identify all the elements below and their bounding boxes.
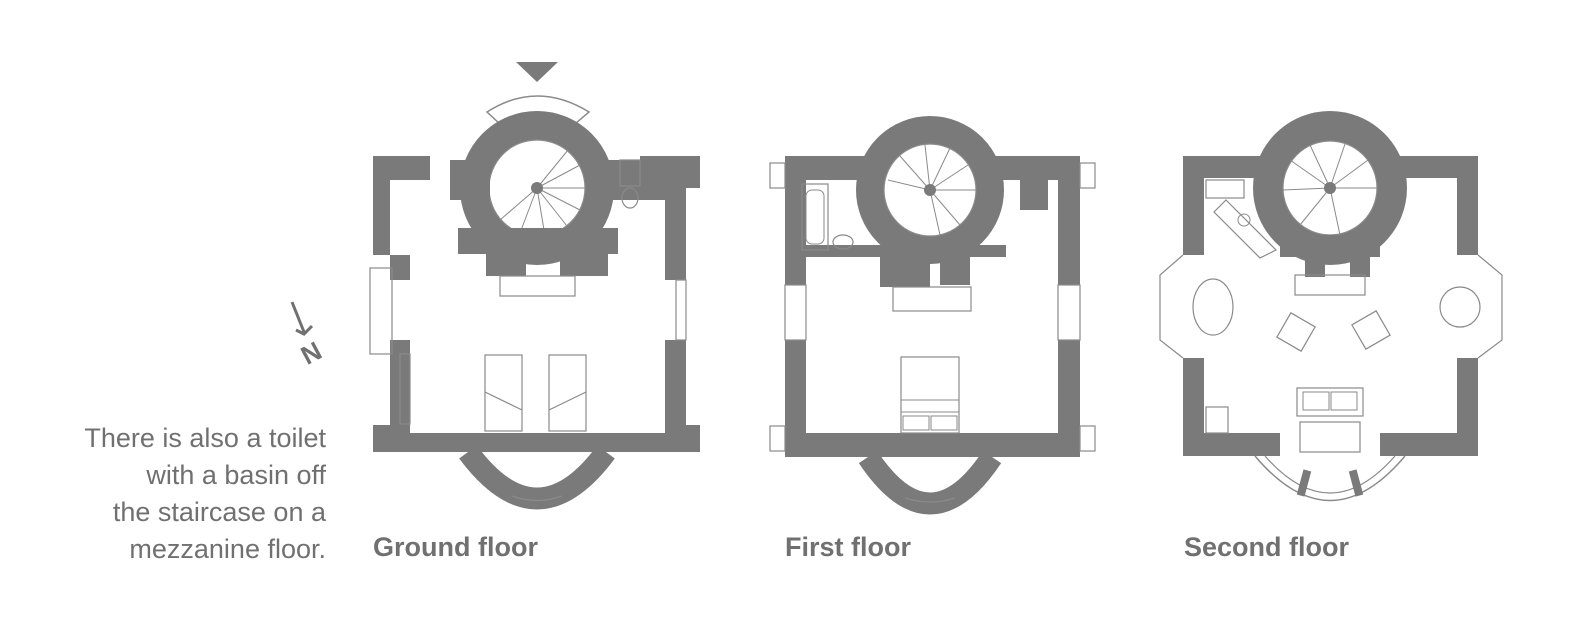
- ground-floor-label: Ground floor: [373, 532, 538, 562]
- ground-spiral-stair: [499, 149, 585, 237]
- second-armchair-left: [1276, 312, 1316, 352]
- ground-toilet: [619, 159, 641, 187]
- second-armchair-right: [1351, 310, 1391, 350]
- note-line: There is also a toilet: [84, 423, 326, 453]
- first-floor-plan: [769, 116, 1096, 515]
- north-arrow-icon: [290, 301, 314, 336]
- note-line: mezzanine floor.: [129, 534, 326, 564]
- first-double-bed: [900, 356, 960, 434]
- note-line: with a basin off: [146, 460, 326, 490]
- ground-bed-left: [484, 354, 523, 432]
- second-kitchen-counter: [1213, 199, 1278, 259]
- first-basin: [832, 234, 854, 250]
- second-sofa: [1296, 387, 1364, 417]
- second-bay: [1254, 455, 1406, 502]
- first-bathtub: [801, 183, 829, 251]
- first-floor-label: First floor: [785, 532, 911, 562]
- entrance-marker-icon: [516, 62, 558, 82]
- mezzanine-note: There is also a toilet with a basin off …: [26, 420, 326, 568]
- second-kitchen-sink: [1205, 179, 1245, 199]
- ground-bay: [459, 445, 615, 510]
- first-spiral-stair: [887, 144, 976, 236]
- first-bay: [858, 450, 1002, 515]
- second-floor-plan: [1159, 111, 1503, 502]
- ground-bed-right: [548, 354, 587, 432]
- second-dining-table: [1192, 278, 1234, 336]
- note-line: the staircase on a: [112, 497, 326, 527]
- second-floor-label: Second floor: [1184, 532, 1350, 562]
- second-spiral-stair: [1282, 143, 1377, 236]
- ground-outer-walls: [373, 156, 700, 452]
- second-side-table: [1439, 286, 1481, 328]
- second-coffee-table: [1299, 421, 1361, 453]
- ground-floor-plan: [369, 62, 700, 510]
- hob-icon: [1237, 213, 1251, 227]
